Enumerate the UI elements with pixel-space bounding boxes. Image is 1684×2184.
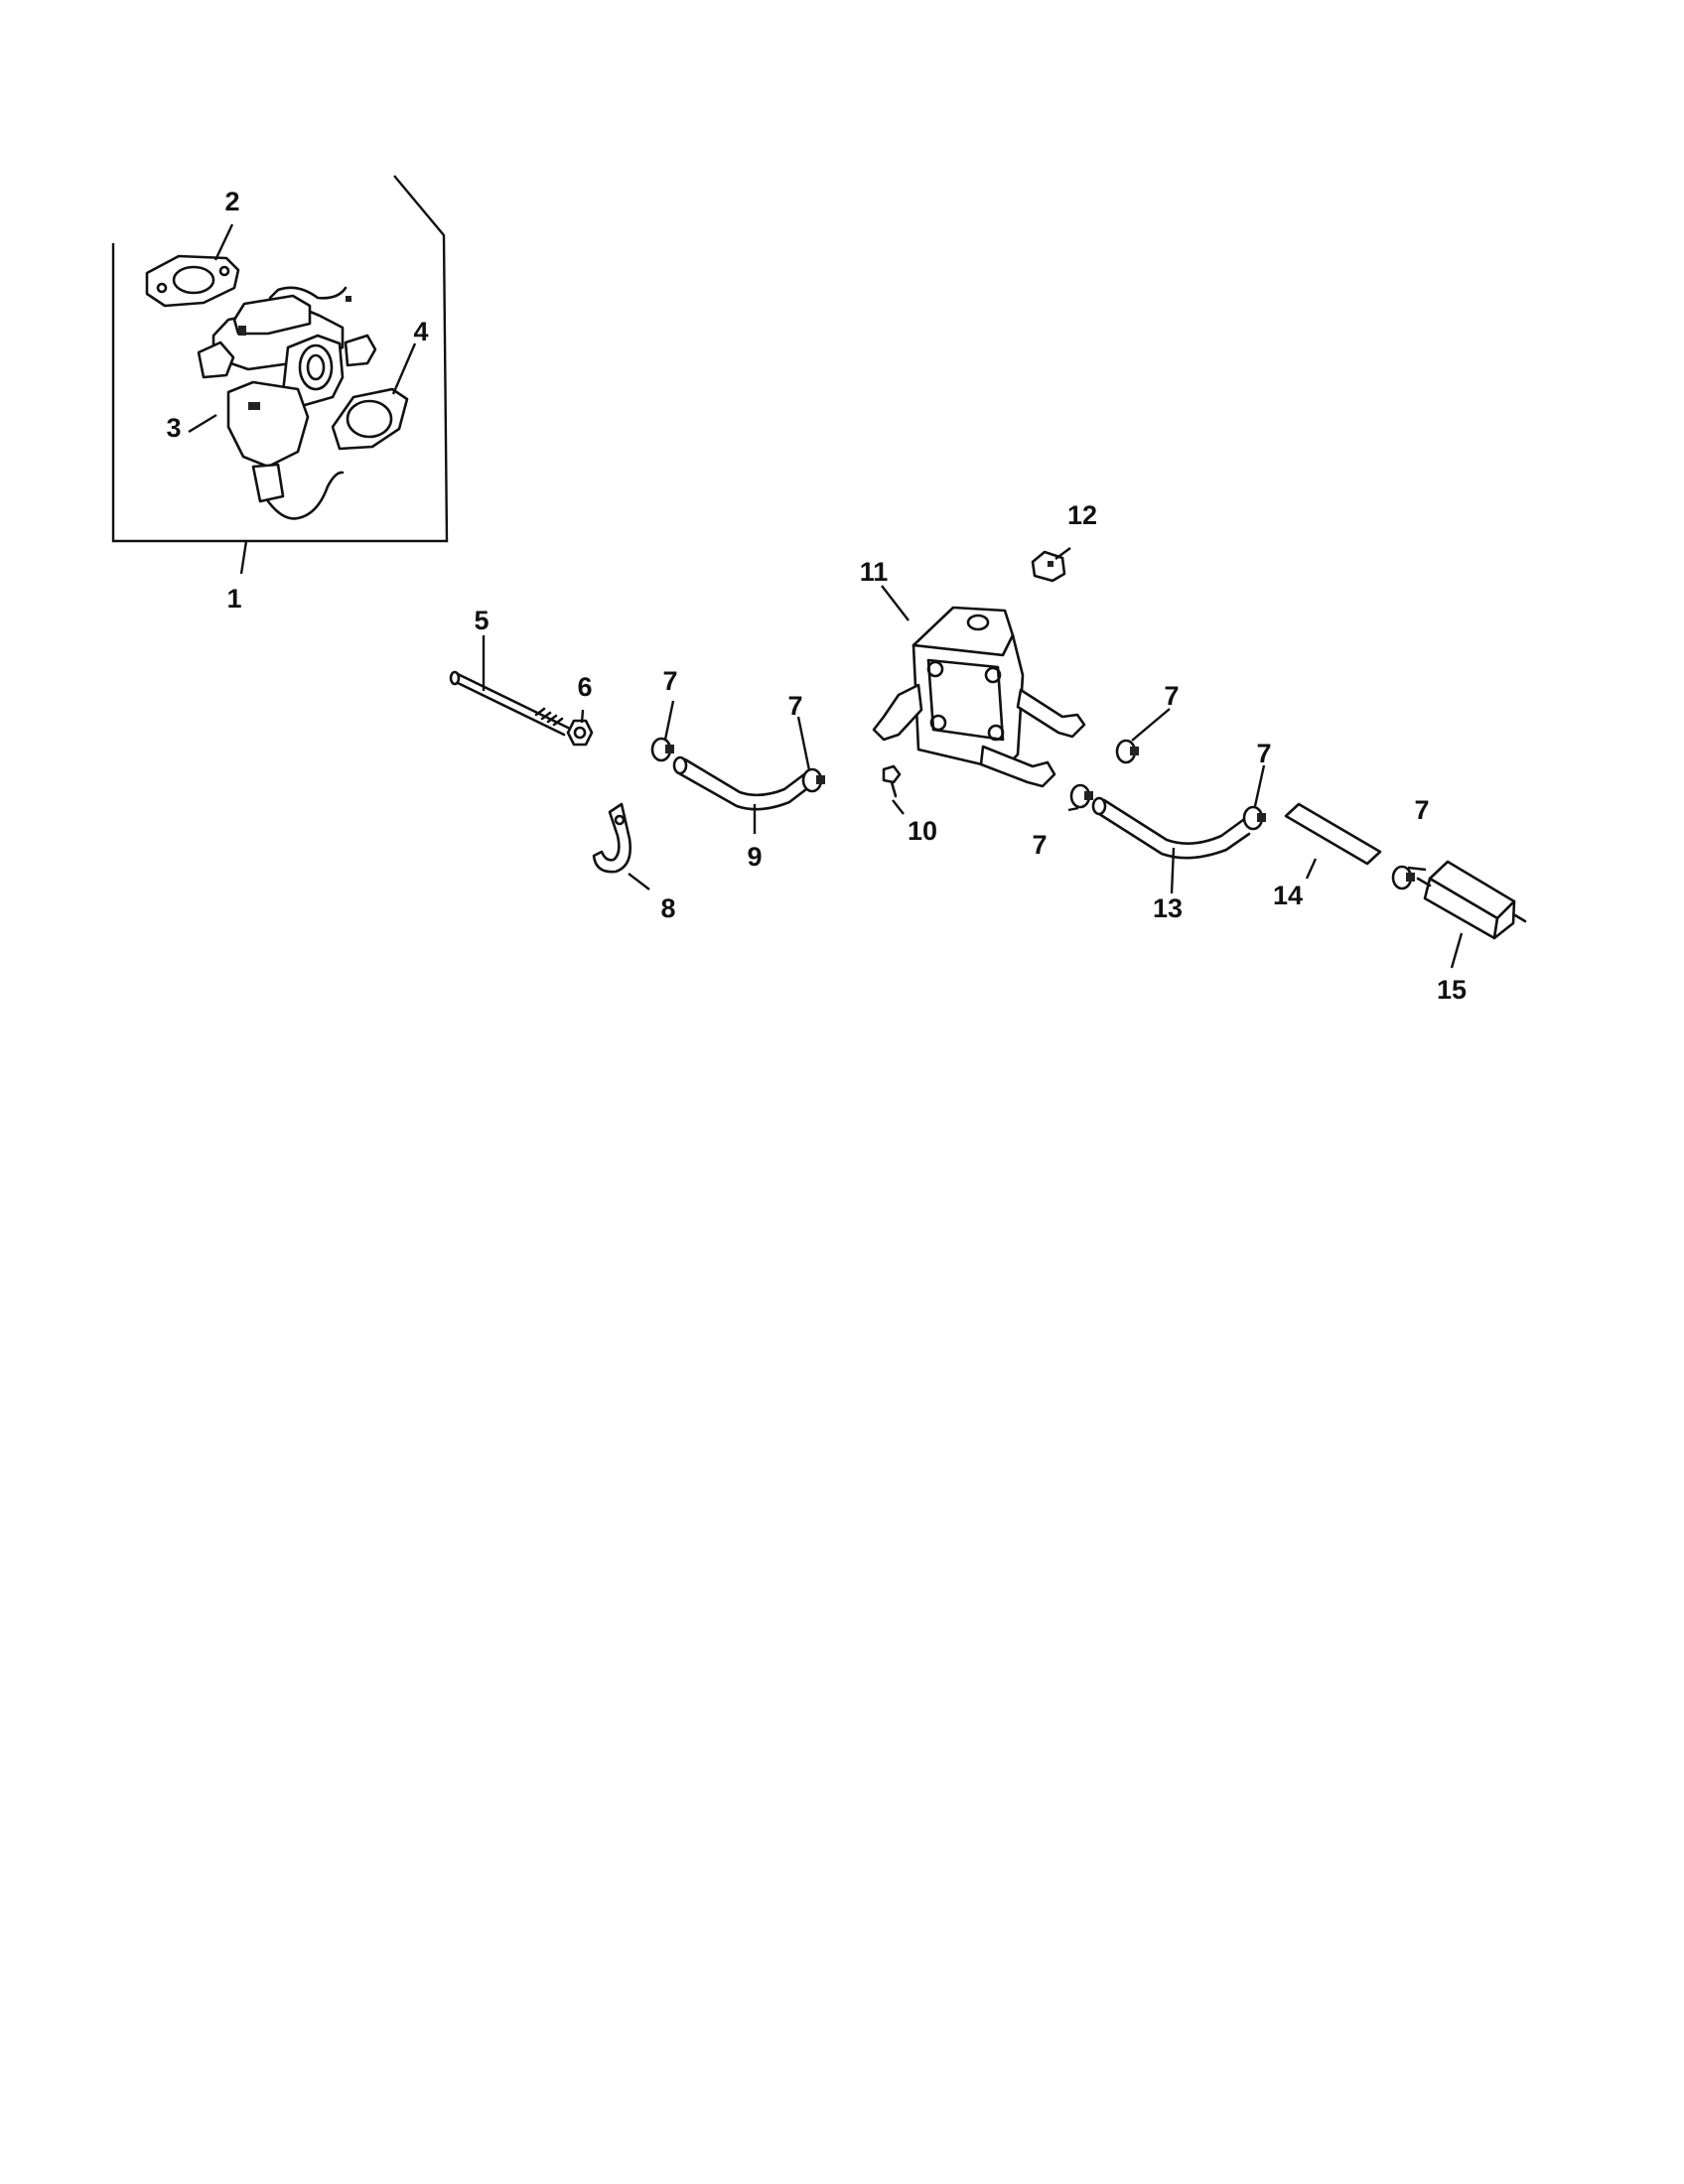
callout-5: 5 xyxy=(474,606,489,635)
gasket-2-illustration xyxy=(145,254,240,308)
callout-3: 3 xyxy=(166,413,181,443)
hose-9-illustration xyxy=(672,755,812,811)
clamp-7a-illustration xyxy=(650,737,674,762)
callout-9: 9 xyxy=(747,842,762,872)
clamp-8-illustration xyxy=(592,802,632,874)
callout-15: 15 xyxy=(1437,975,1467,1005)
callout-labels: 1 2 3 4 5 6 7 7 7 7 7 7 8 9 10 11 12 13 … xyxy=(166,187,1467,1005)
clamp-7b-illustration xyxy=(801,767,825,793)
callout-8: 8 xyxy=(660,893,675,923)
fuel-filter-15-illustration xyxy=(1416,860,1527,940)
callout-10: 10 xyxy=(908,816,937,846)
carburetor-illustration xyxy=(197,286,377,520)
callout-13: 13 xyxy=(1153,893,1183,923)
callout-11: 11 xyxy=(860,557,889,587)
callout-7a: 7 xyxy=(662,666,677,696)
hose-13-illustration xyxy=(1091,796,1251,860)
clamp-7c-illustration xyxy=(1115,739,1139,764)
callout-7f: 7 xyxy=(1414,795,1429,825)
stud-5-illustration xyxy=(449,670,570,737)
clamp-7d-illustration xyxy=(1069,783,1093,809)
hose-14-illustration xyxy=(1284,802,1382,866)
callout-6: 6 xyxy=(577,672,592,702)
callout-14: 14 xyxy=(1273,881,1303,910)
clamp-7e-illustration xyxy=(1242,805,1266,831)
nut-6-illustration xyxy=(566,719,594,747)
callout-7e: 7 xyxy=(1256,739,1271,768)
callout-7d: 7 xyxy=(1032,830,1047,860)
callout-2: 2 xyxy=(224,187,239,216)
fuel-pump-11-illustration xyxy=(872,606,1086,788)
carburetor-assembly-box xyxy=(111,175,449,543)
callout-1: 1 xyxy=(226,584,241,614)
screw-10-illustration xyxy=(882,764,902,798)
leader-lines xyxy=(188,223,1464,969)
callout-4: 4 xyxy=(413,317,428,346)
clamp-7f-illustration xyxy=(1391,865,1415,890)
callout-12: 12 xyxy=(1067,500,1097,530)
callout-7b: 7 xyxy=(787,691,802,721)
callout-7c: 7 xyxy=(1164,681,1179,711)
gasket-4-illustration xyxy=(331,387,409,451)
